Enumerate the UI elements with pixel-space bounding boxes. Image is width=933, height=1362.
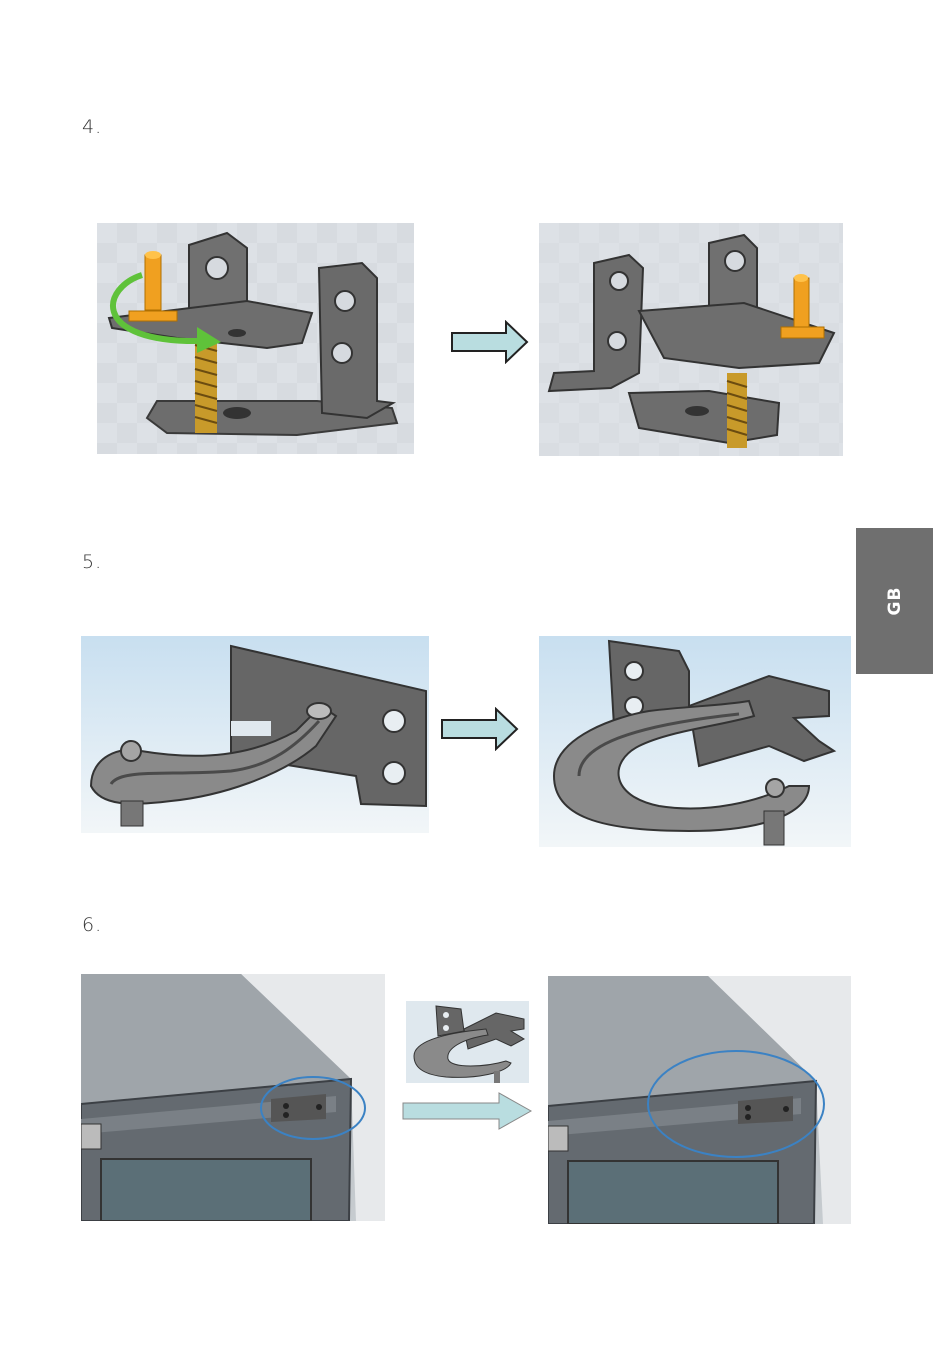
hinge-arm-thumbnail [406, 1001, 529, 1083]
hinge-after-image [539, 223, 843, 456]
hinge-arm-after-image [539, 636, 851, 847]
cabinet-after-image [548, 976, 851, 1224]
step-number-4: 4. [82, 116, 102, 138]
step-number-6: 6. [82, 914, 102, 936]
hinge-before-image [97, 223, 414, 454]
step-number-5: 5. [82, 551, 102, 573]
right-arrow-icon [401, 1091, 533, 1131]
cabinet-before-image [81, 974, 385, 1221]
hinge-arm-before-image [81, 636, 429, 833]
right-arrow-icon [450, 320, 530, 364]
language-tab-label: GB [885, 587, 905, 616]
right-arrow-icon [440, 707, 520, 751]
language-tab-gb[interactable]: GB [856, 528, 933, 674]
